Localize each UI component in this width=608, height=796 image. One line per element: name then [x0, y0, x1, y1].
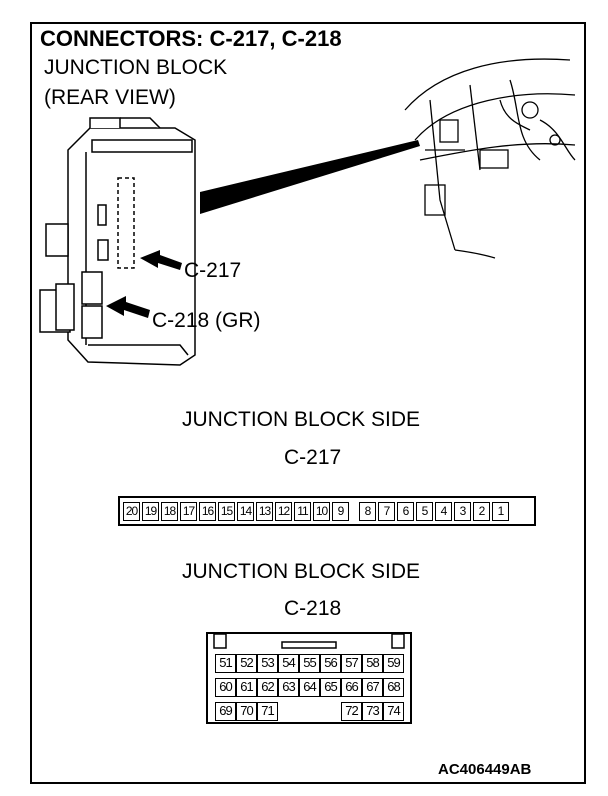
- c218-arrow: [106, 296, 150, 318]
- c217-pin: 14: [237, 502, 254, 521]
- c218-pin: 67: [362, 678, 383, 697]
- c217-location-outline: [117, 177, 135, 269]
- c218-pin: 64: [299, 678, 320, 697]
- c218-callout-label: C-218 (GR): [152, 309, 261, 332]
- c217-pin: 12: [275, 502, 292, 521]
- vehicle-dash-sketch: [404, 58, 576, 259]
- c217-pin: 4: [435, 502, 452, 521]
- c218-pin: 52: [236, 654, 257, 673]
- c218-lock-tab: [213, 634, 405, 649]
- c218-empty-cavity: [278, 702, 299, 721]
- c217-pin: 16: [199, 502, 216, 521]
- c218-connector-name: C-218: [284, 597, 342, 620]
- junction-block-label: JUNCTION BLOCK: [44, 56, 228, 79]
- c218-pin: 62: [257, 678, 278, 697]
- c217-pin: 7: [378, 502, 395, 521]
- c218-pin: 53: [257, 654, 278, 673]
- c218-pin: 71: [257, 702, 278, 721]
- c218-pin: 51: [215, 654, 236, 673]
- c217-pin: 18: [161, 502, 178, 521]
- c217-pin: 1: [492, 502, 509, 521]
- c217-callout-label: C-217: [184, 259, 242, 282]
- c218-pin: 59: [383, 654, 404, 673]
- c217-pin: 11: [294, 502, 311, 521]
- c217-pin: 13: [256, 502, 273, 521]
- c217-pin: 2: [473, 502, 490, 521]
- c218-pin: 60: [215, 678, 236, 697]
- c218-empty-cavity: [299, 702, 320, 721]
- c218-pin: 65: [320, 678, 341, 697]
- c217-arrow: [140, 250, 182, 270]
- c218-pin: 66: [341, 678, 362, 697]
- c217-side-label: JUNCTION BLOCK SIDE: [182, 408, 421, 431]
- c217-pin: 10: [313, 502, 330, 521]
- diagram-title: CONNECTORS: C-217, C-218: [40, 26, 342, 51]
- c218-side-label: JUNCTION BLOCK SIDE: [182, 560, 421, 583]
- figure-code: AC406449AB: [438, 761, 532, 778]
- zoom-pointer: [200, 140, 420, 214]
- c218-pin: 63: [278, 678, 299, 697]
- c218-pin: 61: [236, 678, 257, 697]
- c218-empty-cavity: [320, 702, 341, 721]
- c218-pin: 55: [299, 654, 320, 673]
- c218-pin: 70: [236, 702, 257, 721]
- c217-pin: 8: [359, 502, 376, 521]
- c217-pin: 15: [218, 502, 235, 521]
- c217-pin: 6: [397, 502, 414, 521]
- c218-pin: 69: [215, 702, 236, 721]
- c217-pin: 17: [180, 502, 197, 521]
- c217-pin: 5: [416, 502, 433, 521]
- rear-view-label: (REAR VIEW): [44, 86, 176, 109]
- c218-pin: 54: [278, 654, 299, 673]
- c218-pin: 58: [362, 654, 383, 673]
- c218-pin: 56: [320, 654, 341, 673]
- c217-pin: 3: [454, 502, 471, 521]
- c218-pin: 68: [383, 678, 404, 697]
- c217-connector-name: C-217: [284, 446, 342, 469]
- c218-pin: 73: [362, 702, 383, 721]
- c218-pin: 74: [383, 702, 404, 721]
- c217-pin: 9: [332, 502, 349, 521]
- c218-pin: 57: [341, 654, 362, 673]
- c217-pin: 19: [142, 502, 159, 521]
- diagram-frame: [30, 22, 586, 784]
- c218-pin: 72: [341, 702, 362, 721]
- junction-block-drawing: [39, 117, 196, 366]
- c217-key-gap: [351, 502, 357, 521]
- c217-pin: 20: [123, 502, 140, 521]
